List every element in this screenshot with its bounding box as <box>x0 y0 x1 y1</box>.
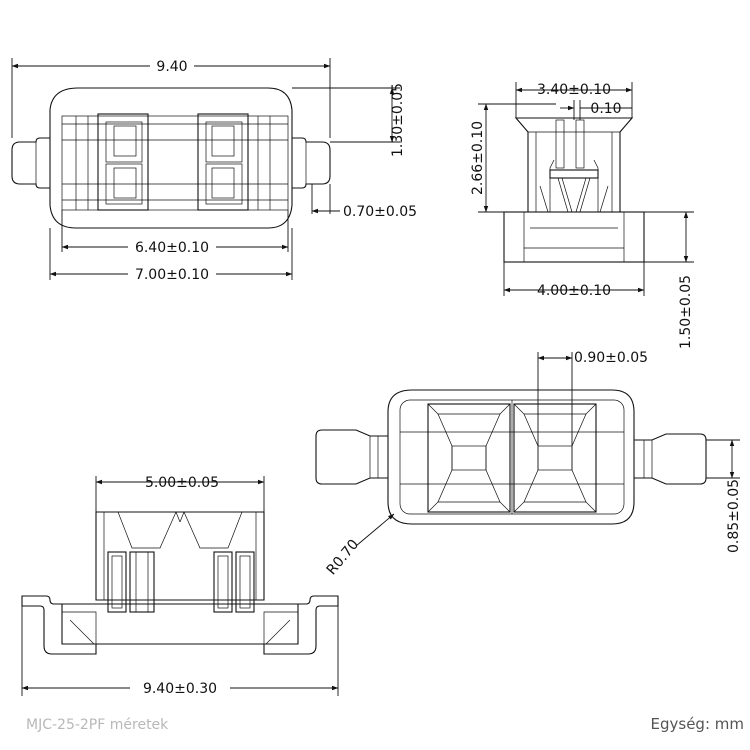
dim-side-left: 2.66±0.10 <box>470 121 486 195</box>
dim-side-bottom: 4.00±0.10 <box>537 283 611 299</box>
dim-top-inner: 6.40±0.10 <box>135 240 209 256</box>
dim-side-top: 3.40±0.10 <box>537 82 611 98</box>
bottom-view: 0.90±0.05 R0.70 0.85±0.05 <box>315 350 742 579</box>
dim-bottom-right: 0.85±0.05 <box>726 479 742 553</box>
dim-top-tab: 0.70±0.05 <box>343 204 417 220</box>
dim-front-top: 5.00±0.05 <box>145 475 219 491</box>
dim-side-gap: 0.10 <box>590 101 621 117</box>
dim-front-bottom: 9.40±0.30 <box>143 681 217 697</box>
dim-top-height: 1.30±0.05 <box>390 83 406 157</box>
front-view: 5.00±0.05 9.40±0.30 <box>21 475 339 697</box>
side-view: 3.40±0.10 0.10 2.66±0.10 4.00±0.10 1.50±… <box>470 82 694 349</box>
unit-label: Egység: mm <box>650 715 745 733</box>
dim-bottom-pitch: 0.90±0.05 <box>574 350 648 366</box>
dim-side-height: 1.50±0.05 <box>678 275 694 349</box>
dim-bottom-radius: R0.70 <box>324 537 363 579</box>
product-title: MJC-25-2PF méretek <box>26 717 169 733</box>
dim-top-outer: 7.00±0.10 <box>135 267 209 283</box>
dim-top-width: 9.40 <box>156 59 187 75</box>
top-view: 9.40 1.30±0.05 0.70±0.05 6.40±0.10 7.00±… <box>11 58 417 283</box>
